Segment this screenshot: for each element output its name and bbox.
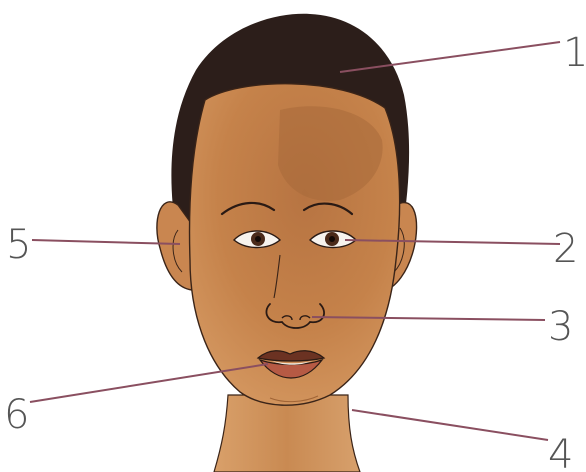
left-pupil <box>255 236 261 242</box>
label-5: 5 <box>6 222 31 268</box>
label-3: 3 <box>548 304 573 350</box>
leader-line-4 <box>352 410 548 440</box>
label-4: 4 <box>548 432 573 472</box>
neck-shape <box>214 395 360 472</box>
label-6: 6 <box>4 392 29 438</box>
right-pupil <box>329 236 335 242</box>
label-1: 1 <box>563 30 586 76</box>
label-2: 2 <box>553 226 578 272</box>
